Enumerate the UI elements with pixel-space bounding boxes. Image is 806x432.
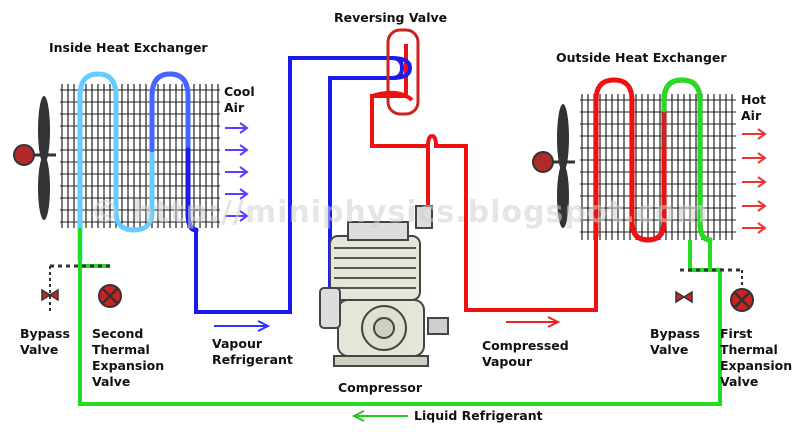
vapour-flow-arrow [214, 320, 271, 332]
inside-heat-exchanger [60, 71, 220, 263]
watermark-text: © http://miniphysics.blogspot.com [90, 195, 709, 230]
compressed-flow-arrow [506, 316, 561, 328]
reversing-valve [371, 28, 420, 116]
outside-heat-exchanger [580, 77, 736, 243]
liquid-refrigerant-label: Liquid Refrigerant [414, 408, 543, 423]
compressed-vapour-pipe [426, 133, 598, 312]
bypass-valve-left-label: Bypass Valve [20, 326, 74, 357]
compressor-label: Compressor [338, 380, 423, 395]
liquid-flow-arrow [351, 410, 408, 422]
outside-fan-icon [532, 104, 575, 228]
bypass-valve-left-icon [41, 266, 59, 312]
outside-heat-exchanger-label: Outside Heat Exchanger [556, 50, 727, 65]
reversing-valve-label: Reversing Valve [334, 10, 447, 25]
second-expansion-valve-icon [98, 284, 122, 308]
bypass-valve-right-icon [675, 290, 693, 304]
second-expansion-valve-label: Second Thermal Expansion Valve [92, 326, 168, 389]
inside-heat-exchanger-label: Inside Heat Exchanger [49, 40, 208, 55]
first-expansion-valve-icon [730, 270, 754, 312]
cool-air-arrows [225, 122, 249, 222]
compressed-vapour-label: Compressed Vapour [482, 338, 573, 369]
hot-air-arrows [742, 128, 767, 234]
hot-air-label: Hot Air [741, 92, 770, 123]
bypass-valve-right-label: Bypass Valve [650, 326, 704, 357]
compressor-icon [319, 205, 449, 367]
cool-air-label: Cool Air [224, 84, 259, 115]
inside-fan-icon [13, 96, 56, 220]
first-expansion-valve-label: First Thermal Expansion Valve [720, 326, 796, 389]
vapour-refrigerant-label: Vapour Refrigerant [212, 336, 293, 367]
